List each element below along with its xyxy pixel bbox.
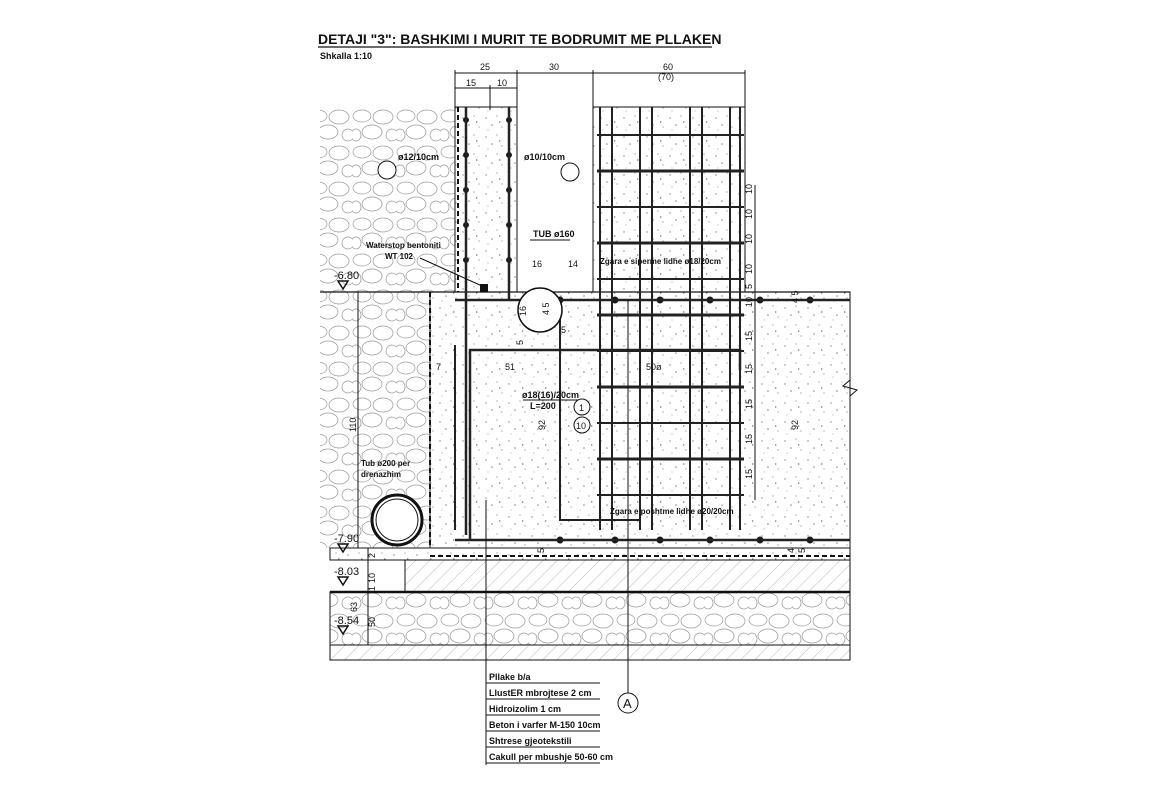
gravel-fill (329, 591, 851, 646)
right-dim-label: 15 (744, 434, 754, 444)
layer-item: Shtrese gjeotekstili (489, 736, 572, 746)
right-dim-label: 15 (744, 399, 754, 409)
level-markers: -6.80 -7.90 -8.03 -8.54 (334, 270, 359, 636)
dim-bottom-5b: 5 (797, 548, 807, 553)
label-bottom-mesh: Zgara e poshtme lidhe ø20/20cm (610, 507, 734, 516)
dim-15: 15 (466, 78, 476, 88)
bar-mark-10 (573, 416, 591, 434)
dim-92-right: 92 (790, 420, 800, 430)
label-rebar-10: ø10/10cm (524, 152, 565, 162)
right-dim-label: 10 (744, 234, 754, 244)
waterstop-symbol (480, 284, 488, 292)
soil-backfill (320, 107, 455, 292)
layer-item: Beton i varfer M-150 10cm (489, 720, 601, 730)
label-drain-pipe-2: drenazhim (361, 470, 401, 479)
break-mark (841, 379, 859, 397)
dim-left-2: 2 (367, 553, 377, 558)
right-dim-label: 10 (744, 209, 754, 219)
right-dim-label: 10 (744, 264, 754, 274)
screed-layer (329, 547, 851, 561)
label-waterstop: Waterstop bentoniti (366, 241, 441, 250)
label-rebar-18: ø18(16)/20cm (522, 390, 579, 400)
level-triangle-icon (336, 543, 350, 554)
dim-16: 16 (532, 259, 542, 269)
right-dimension-chain: 10 10 10 10 5 10 15 15 15 15 15 (744, 184, 754, 479)
right-dim-label: 10 (744, 184, 754, 194)
dim-bottom-5a: 5 (536, 548, 546, 553)
basement-wall (454, 106, 518, 293)
layer-item: Cakull per mbushje 50-60 cm (489, 752, 613, 762)
dim-5a: 5 (561, 325, 566, 335)
label-waterstop-code: WT 102 (385, 252, 414, 261)
dim-110: 110 (348, 418, 358, 432)
axis-marker (617, 692, 639, 714)
scale-label: Shkalla 1:10 (320, 51, 372, 61)
dim-60: 60 (663, 62, 673, 72)
dim-14: 14 (568, 259, 578, 269)
dim-bottom-4: 4 (786, 548, 796, 553)
label-rebar-12: ø12/10cm (398, 152, 439, 162)
bar-mark-1-text: 1 (579, 403, 584, 413)
label-drain-pipe: Tub ø200 per (361, 459, 410, 468)
layer-item: LlustER mbrojtese 2 cm (489, 688, 592, 698)
layer-item: Hidroizolim 1 cm (489, 704, 561, 714)
ground-strip (329, 644, 851, 661)
label-top-mesh: Zgara e siperme lidhe ø18/20cm (600, 257, 721, 266)
level-label: -8.54 (334, 615, 359, 627)
level-triangle-icon (336, 280, 350, 291)
level-label: -7.90 (334, 533, 359, 545)
dim-5b: 5 (515, 340, 525, 345)
dim-pipe-45: 4 5 (541, 302, 551, 315)
dim-right-45: 4 5 (790, 290, 800, 303)
level-triangle-icon (336, 576, 350, 587)
level-label: -8.03 (334, 566, 359, 578)
pipe-160 (517, 287, 563, 333)
dim-25: 25 (480, 62, 490, 72)
drawing-title: DETAJI "3": BASHKIMI I MURIT TE BODRUMIT… (318, 31, 721, 47)
dim-left-50: 50 (367, 617, 377, 627)
rebar-section-10 (560, 162, 580, 182)
right-dim-label: 5 (744, 284, 754, 289)
axis-label: A (623, 696, 632, 711)
dim-left-10: 10 (367, 573, 377, 583)
bent-bar (468, 348, 742, 540)
layer-item: Pllake b/a (489, 672, 532, 682)
dim-92-left: 92 (537, 420, 547, 430)
label-tub-160: TUB ø160 (533, 229, 575, 239)
dim-10: 10 (497, 78, 507, 88)
level-triangle-icon (336, 625, 350, 636)
rebar-section-12 (377, 160, 397, 180)
right-dim-label: 15 (744, 331, 754, 341)
bar-mark-10-text: 10 (576, 421, 586, 431)
right-dim-label: 15 (744, 364, 754, 374)
dim-pipe-16: 16 (518, 306, 528, 316)
dim-left-1: 1 (367, 586, 377, 591)
right-dim-label: 15 (744, 469, 754, 479)
level-label: -6.80 (334, 270, 359, 282)
dim-7: 7 (436, 362, 441, 372)
label-rebar-length: L=200 (530, 401, 556, 411)
dim-70: (70) (658, 72, 674, 82)
dim-30: 30 (549, 62, 559, 72)
dim-51: 51 (505, 362, 515, 372)
dim-50: 50ø (646, 362, 662, 372)
bar-mark-1 (573, 398, 591, 416)
dim-left-63: 63 (349, 602, 359, 612)
right-dim-label: 10 (744, 297, 754, 307)
